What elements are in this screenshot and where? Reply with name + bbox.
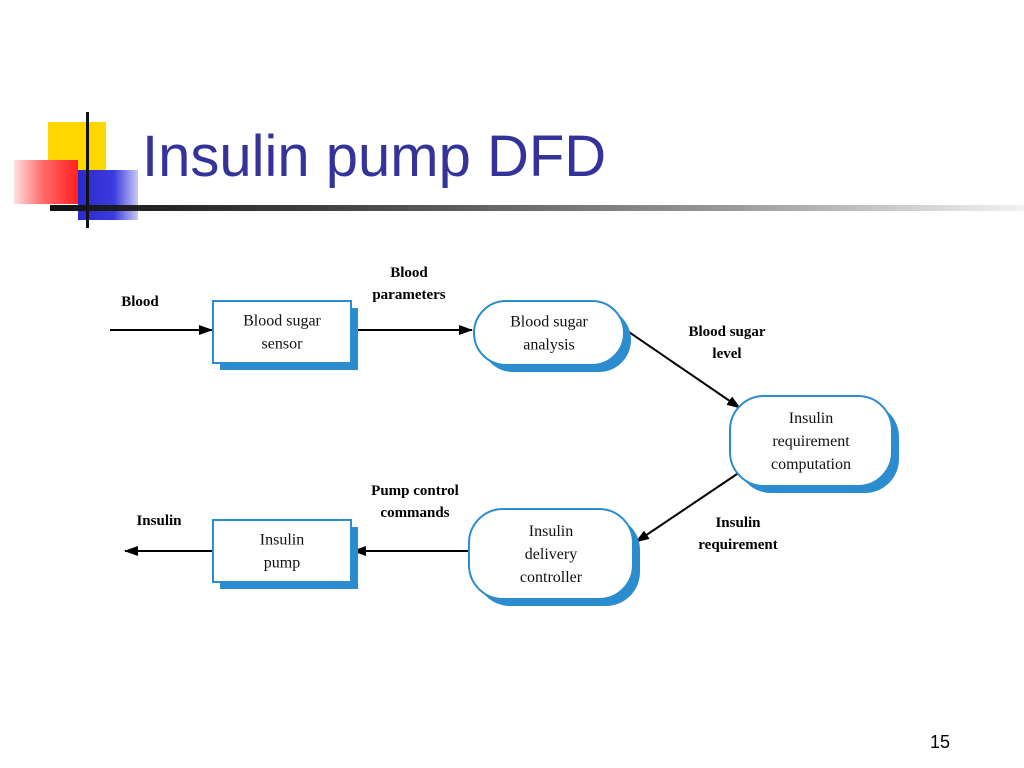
process-box: [468, 508, 634, 600]
process-box: [729, 395, 893, 487]
process-blood-sugar-sensor: Blood sugar sensor: [212, 300, 358, 370]
process-box: [473, 300, 625, 366]
flow-label-pump-control-commands: Pump control: [371, 483, 459, 499]
slide-title: Insulin pump DFD: [142, 124, 607, 189]
arrow-insulin-requirement: [635, 471, 741, 543]
flow-label-insulin-requirement: requirement: [698, 537, 777, 553]
flow-label-insulin-requirement: Insulin: [715, 515, 761, 531]
process-nodes: Blood sugar sensor Blood sugar analysisInsu…: [212, 300, 899, 606]
logo-vertical-line: [86, 112, 89, 228]
process-label-line: computation: [771, 456, 851, 473]
process-label-line: Blood sugar: [510, 314, 588, 331]
process-insulin-requirement-computation: Insulin requirement computation: [729, 395, 899, 493]
flow-label-blood-sugar-level: level: [712, 346, 741, 362]
flow-label-insulin-out: Insulin: [136, 513, 182, 529]
process-label-line: Insulin: [529, 523, 573, 540]
title-underline: [50, 205, 1024, 211]
process-insulin-delivery-controller: Insulin delivery controller: [468, 508, 640, 606]
process-label-line: delivery: [525, 546, 577, 563]
process-label-line: pump: [264, 555, 300, 572]
process-insulin-pump: Insulin pump: [212, 519, 358, 589]
flow-label-blood-sugar-level: Blood sugar: [688, 324, 765, 340]
process-label-line: Insulin: [260, 532, 304, 549]
process-box: [212, 300, 352, 364]
process-label-line: Insulin: [789, 410, 833, 427]
flow-label-blood-parameters: parameters: [372, 287, 445, 303]
flow-label-blood: Blood: [121, 294, 159, 310]
flow-arrows: [110, 325, 741, 556]
flow-label-pump-control-commands: commands: [380, 505, 449, 521]
flow-label-blood-parameters: Blood: [390, 265, 428, 281]
process-label-line: sensor: [262, 336, 304, 353]
page-number: 15: [930, 732, 951, 752]
process-label-line: analysis: [523, 337, 575, 354]
process-blood-sugar-analysis: Blood sugar analysis: [473, 300, 631, 372]
process-label-line: Blood sugar: [243, 313, 321, 330]
process-label-line: requirement: [772, 433, 850, 450]
arrow-blood-sugar-level: [625, 329, 741, 409]
process-label-line: controller: [520, 569, 583, 586]
logo-red-square: [14, 160, 78, 204]
process-box: [212, 519, 352, 583]
